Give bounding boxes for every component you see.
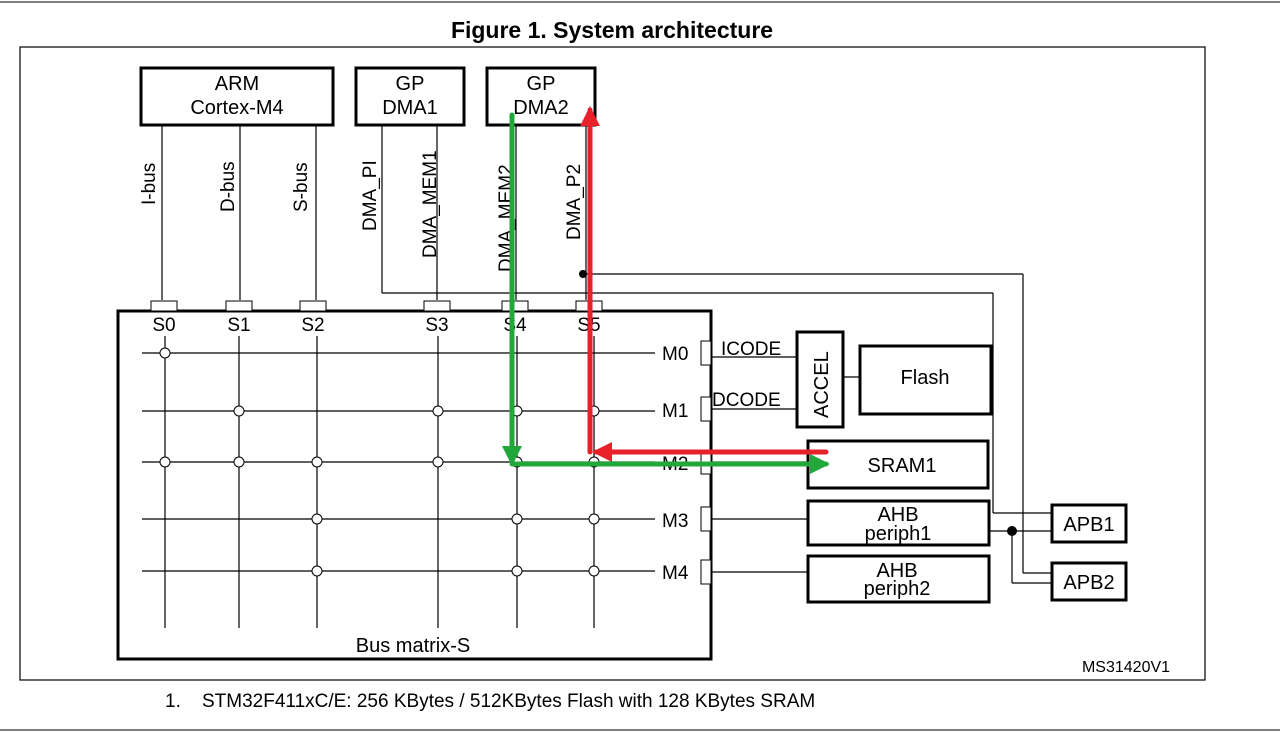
dma1-line2: DMA1 xyxy=(382,97,438,119)
dcode-label: DCODE xyxy=(712,390,781,411)
dma-p2-label: DMA_P2 xyxy=(564,164,585,240)
dma-mem1-label: DMA_MEM1 xyxy=(420,150,441,258)
port-s4: S4 xyxy=(503,315,527,336)
ahb2-line2: periph2 xyxy=(864,578,931,600)
arm-line2: Cortex-M4 xyxy=(190,97,283,119)
port-m3: M3 xyxy=(662,511,688,532)
accel-block: ACCEL xyxy=(795,330,845,429)
footnote-text: STM32F411xC/E: 256 KBytes / 512KBytes Fl… xyxy=(202,691,815,712)
dbus-label: D-bus xyxy=(218,161,239,212)
bus-matrix-label: Bus matrix-S xyxy=(356,635,470,657)
icode-label: ICODE xyxy=(721,339,781,360)
apb2-block: APB2 xyxy=(1050,561,1128,602)
port-m4: M4 xyxy=(662,563,689,584)
ahb1-line1: AHB xyxy=(877,504,918,526)
port-m1: M1 xyxy=(662,401,688,422)
port-s1: S1 xyxy=(227,315,250,336)
footnote-number: 1. xyxy=(165,691,181,712)
flash-block: Flash xyxy=(858,344,993,416)
accel-label: ACCEL xyxy=(811,351,833,418)
sram1-block: SRAM1 xyxy=(806,439,990,490)
figure-frame xyxy=(19,46,1206,681)
flash-label: Flash xyxy=(901,367,950,389)
gp-dma1-block: GP DMA1 xyxy=(354,66,466,127)
arm-cortex-m4-block: ARM Cortex-M4 xyxy=(139,66,335,127)
dma2-line2: DMA2 xyxy=(513,97,569,119)
port-s2: S2 xyxy=(301,315,324,336)
port-s0: S0 xyxy=(152,315,175,336)
port-s3: S3 xyxy=(425,315,448,336)
ahb1-line2: periph1 xyxy=(865,523,932,545)
bus-matrix-block xyxy=(116,309,713,661)
ibus-label: I-bus xyxy=(139,163,160,205)
dma-pi-label: DMA_PI xyxy=(360,160,381,231)
gp-dma2-block: GP DMA2 xyxy=(485,66,597,127)
dma2-to-sram1-path xyxy=(502,112,830,474)
ahb2-line1: AHB xyxy=(876,560,917,582)
apb2-label: APB2 xyxy=(1063,572,1114,594)
apb1-block: APB1 xyxy=(1050,503,1128,544)
figure-code: MS31420V1 xyxy=(1082,659,1170,676)
apb1-label: APB1 xyxy=(1063,514,1114,536)
dma1-line1: GP xyxy=(396,73,425,95)
master-bus-lines xyxy=(161,125,1052,574)
ahb-periph1-block: AHB periph1 xyxy=(806,499,991,547)
ahb-periph2-block: AHB periph2 xyxy=(806,554,991,604)
sram1-label: SRAM1 xyxy=(868,455,937,477)
figure-title: Figure 1. System architecture xyxy=(451,17,773,43)
matrix-grid xyxy=(142,336,655,628)
port-m0: M0 xyxy=(662,344,688,365)
sbus-label: S-bus xyxy=(291,162,312,212)
dma2-line1: GP xyxy=(527,73,556,95)
arm-line1: ARM xyxy=(215,73,259,95)
sram1-to-dma2-path xyxy=(580,106,829,462)
